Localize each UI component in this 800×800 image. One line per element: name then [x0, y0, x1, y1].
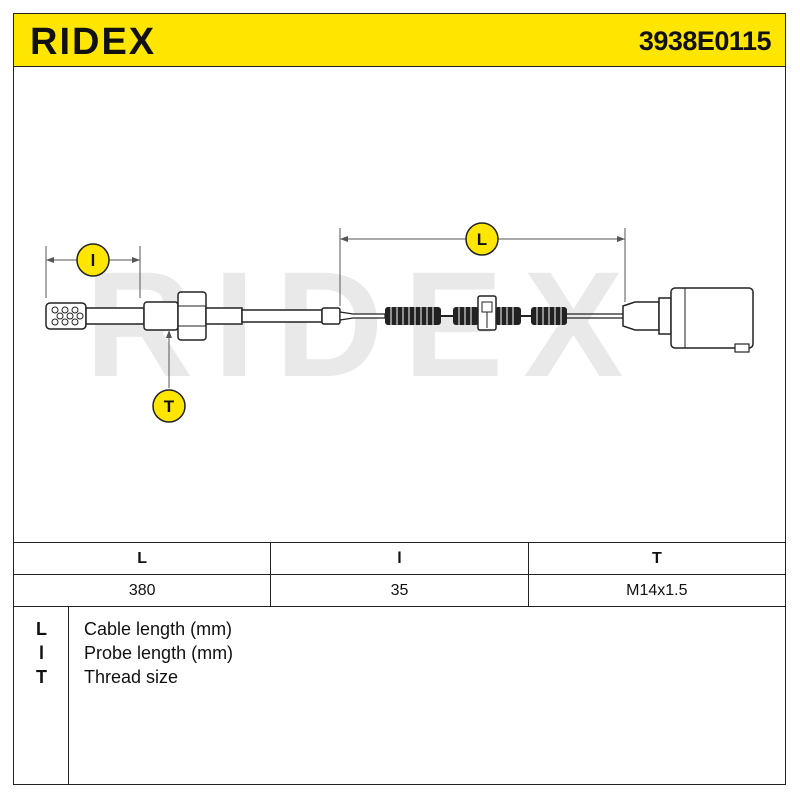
header-bar: RIDEX 3938E0115: [13, 13, 786, 67]
spec-header-cable-length: L: [12, 542, 272, 575]
thread-callout: T: [152, 330, 186, 423]
cable-length-label: L: [477, 230, 487, 249]
logo-text: RIDEX: [30, 23, 156, 59]
spec-header-thread: T: [527, 542, 787, 575]
spec-value-thread: M14x1.5: [527, 574, 787, 607]
legend-key-column: [14, 607, 69, 784]
legend-key-probe-length: l: [38, 643, 44, 663]
legend-key-thread: T: [36, 667, 47, 687]
sensor-drawing: RIDEX: [45, 222, 754, 423]
cable-clip: [477, 295, 497, 331]
legend-text-probe-length: Probe length (mm): [84, 643, 234, 663]
dimension-cable-length: L: [339, 222, 626, 306]
spec-value-cable-length: 380: [12, 574, 272, 607]
ridex-logo: RIDEX: [30, 23, 156, 59]
spec-value-probe-length: 35: [270, 574, 529, 607]
cable-wire: [567, 313, 623, 319]
collar: [205, 307, 243, 325]
probe-shaft: [85, 307, 145, 325]
part-number: 3938E0115: [638, 26, 772, 56]
sensor-tube: [241, 309, 323, 323]
legend: L l T Cable length (mm) Probe length (mm…: [13, 607, 786, 785]
thread-body: [143, 301, 179, 331]
legend-text-cable-length: Cable length (mm): [84, 619, 233, 639]
spec-table-value-row: 380 35 M14x1.5: [12, 574, 787, 607]
spec-header-probe-length: l: [270, 542, 529, 575]
probe-length-label: l: [91, 251, 96, 270]
probe-tip: [45, 302, 87, 330]
spec-table: L l T 380 35 M14x1.5: [12, 542, 787, 607]
thread-label: T: [164, 397, 175, 416]
spec-table-header-row: L l T: [12, 542, 787, 575]
connector-boot: [622, 301, 660, 331]
dimension-probe-length: l: [45, 243, 141, 298]
legend-text-thread: Thread size: [84, 667, 179, 687]
corrugated-sleeve: [385, 307, 567, 325]
connector-housing: [658, 287, 754, 353]
legend-key-cable-length: L: [36, 619, 47, 639]
hex-nut: [177, 291, 207, 341]
tube-ferrule: [321, 307, 341, 325]
